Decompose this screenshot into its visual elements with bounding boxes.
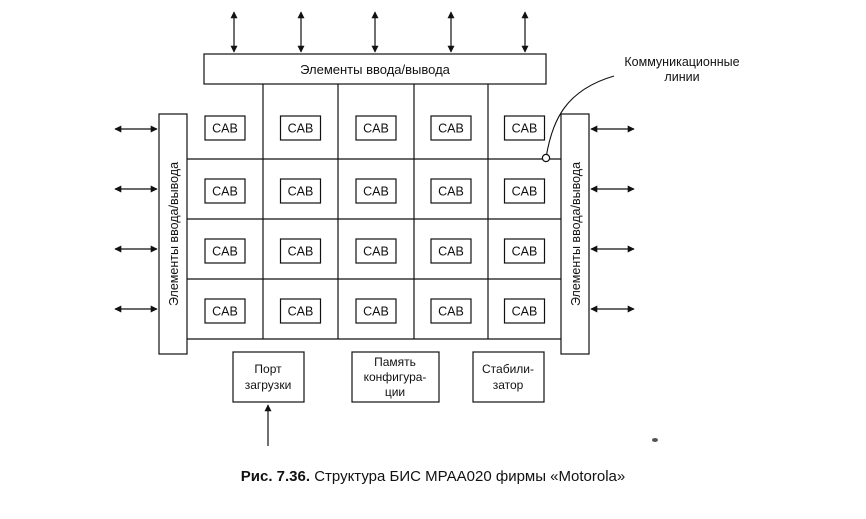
cab-grid — [187, 84, 561, 340]
figure-caption-text: Структура БИС МРАА020 фирмы «Motorola» — [310, 468, 626, 485]
cab-cells: CAB CAB CAB CAB CAB CAB CAB CAB CAB CAB CAB CAB CAB C… — [204, 115, 546, 324]
boot-port-label-line2: загрузки — [245, 378, 292, 392]
cab-cell-4 — [430, 115, 472, 141]
cab-cell-11 — [204, 238, 246, 264]
cab-cell-8 — [355, 178, 397, 204]
comm-lines-node — [541, 153, 551, 163]
config-memory-label-line1: Память — [374, 355, 416, 369]
cab-cell-17 — [279, 298, 322, 324]
cab-cell-label: CAB — [512, 122, 538, 136]
cab-cell-9 — [430, 178, 472, 204]
cab-cell-label: CAB — [438, 245, 464, 259]
figure-caption-label: Рис. 7.36. — [240, 468, 311, 485]
cab-cell-label: CAB — [363, 122, 389, 136]
cab-cell-label: CAB — [438, 185, 464, 199]
comm-lines-label-line1: Коммуникационные — [624, 55, 739, 69]
cab-cell-14 — [430, 238, 472, 264]
stabilizer-label-line1: Стабили- — [482, 362, 534, 376]
cab-cell-label: CAB — [288, 305, 314, 319]
cab-cell-label: CAB — [212, 185, 238, 199]
comm-lines-label-line2: линии — [664, 70, 699, 84]
stabilizer-block — [472, 351, 545, 403]
cab-cell-3 — [355, 115, 397, 141]
scan-speck — [652, 438, 658, 442]
io-block-left-label: Элементы ввода/вывода — [167, 162, 181, 306]
config-memory-label-line2: конфигура- — [364, 370, 427, 384]
cab-cell-label: CAB — [212, 305, 238, 319]
cab-cell-15 — [503, 238, 546, 264]
comm-lines-leader — [545, 75, 615, 159]
config-memory-block — [351, 351, 440, 403]
cab-cell-20 — [503, 298, 546, 324]
cab-cell-6 — [204, 178, 246, 204]
cab-cell-label: CAB — [438, 122, 464, 136]
cab-cell-label: CAB — [512, 185, 538, 199]
cab-cell-label: CAB — [212, 245, 238, 259]
cab-cell-19 — [430, 298, 472, 324]
cab-cell-label: CAB — [288, 122, 314, 136]
cab-cell-label: CAB — [288, 185, 314, 199]
side-io-arrows — [114, 125, 635, 313]
boot-port-block — [232, 351, 305, 403]
io-block-left — [158, 113, 188, 355]
figure-caption: Рис. 7.36. Структура БИС МРАА020 фирмы «… — [0, 468, 866, 485]
io-block-right-label: Элементы ввода/вывода — [569, 162, 583, 306]
top-io-arrows — [230, 11, 529, 53]
cab-cell-1 — [204, 115, 246, 141]
cab-cell-label: CAB — [363, 185, 389, 199]
cab-cell-label: CAB — [363, 305, 389, 319]
cab-cell-label: CAB — [512, 305, 538, 319]
cab-cell-18 — [355, 298, 397, 324]
io-block-right — [560, 113, 590, 355]
cab-cell-label: CAB — [288, 245, 314, 259]
cab-cell-label: CAB — [512, 245, 538, 259]
config-memory-label-line3: ции — [385, 385, 405, 399]
cab-cell-7 — [279, 178, 322, 204]
cab-cell-10 — [503, 178, 546, 204]
cab-cell-12 — [279, 238, 322, 264]
io-block-top — [203, 53, 547, 85]
cab-cell-16 — [204, 298, 246, 324]
cab-cell-label: CAB — [212, 122, 238, 136]
io-block-top-label: Элементы ввода/вывода — [300, 62, 451, 77]
boot-port-label-line1: Порт — [254, 362, 282, 376]
cab-cell-13 — [355, 238, 397, 264]
cab-cell-label: CAB — [438, 305, 464, 319]
cab-cell-5 — [503, 115, 546, 141]
cab-cell-2 — [279, 115, 322, 141]
cab-cell-label: CAB — [363, 245, 389, 259]
stabilizer-label-line2: затор — [493, 378, 524, 392]
